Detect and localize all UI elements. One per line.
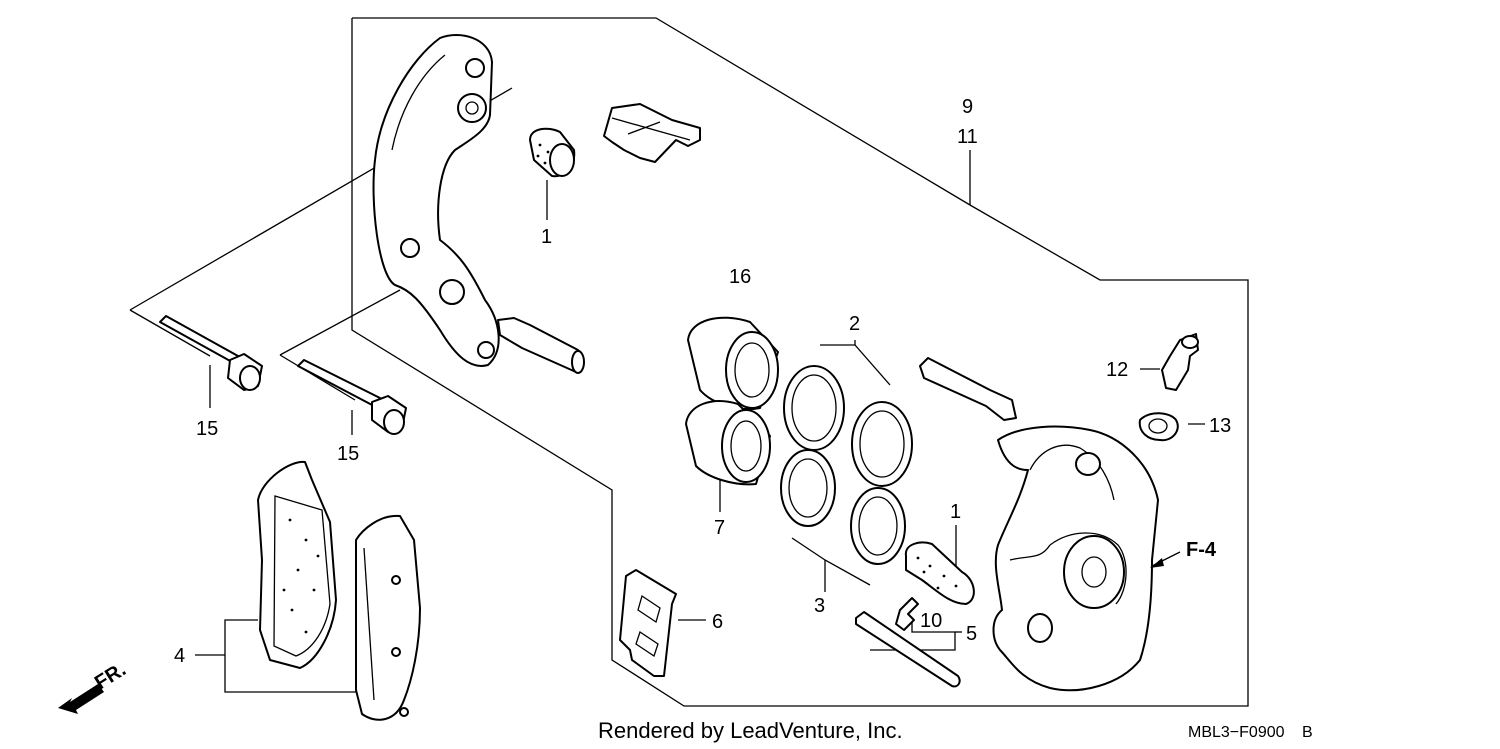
caliper-bracket [372,34,500,367]
piston-lower [685,400,771,486]
callout-13: 13 [1209,415,1231,437]
brake-pad-rear [355,514,421,721]
front-direction-arrow: FR. [58,659,130,714]
callout-7: 7 [714,517,725,539]
callout-10: 10 [920,610,942,632]
pin-boot-lower [904,541,975,605]
caliper-body [992,425,1159,692]
bleeder-cap [1138,412,1179,442]
bleeder-valve [1161,333,1199,391]
bolt-right [297,359,407,435]
bracket-slide-pin [497,317,585,374]
pad-spring-upper [603,103,701,163]
bolt-left [159,315,263,391]
pad-retainer-spring [619,569,677,677]
diagram-revision: B [1302,724,1313,741]
callout-1-lower: 1 [950,501,961,523]
piston-upper [687,316,779,410]
reference-label: F-4 [1186,539,1217,561]
callout-11: 11 [957,126,978,148]
reference-arrow [1150,551,1181,568]
credit-text: Rendered by LeadVenture, Inc. [598,718,903,743]
callout-2: 2 [849,313,860,335]
callout-3: 3 [814,595,825,617]
callout-6: 6 [712,611,723,633]
callout-1-upper: 1 [541,226,552,248]
callout-5: 5 [966,623,977,645]
pad-pin-clip [895,597,919,631]
brake-pad-front [257,460,337,669]
callout-15-left: 15 [196,418,218,440]
caliper-slide-pin [919,357,1017,421]
callout-4: 4 [174,645,185,667]
pin-boot-upper [529,127,576,178]
callout-12: 12 [1106,359,1128,381]
callout-15-right: 15 [337,443,359,465]
callout-16: 16 [729,266,751,288]
callout-9: 9 [962,96,973,118]
seal-set [780,365,913,565]
pad-pin [855,611,961,688]
diagram-code: MBL3−F0900 [1188,724,1285,741]
